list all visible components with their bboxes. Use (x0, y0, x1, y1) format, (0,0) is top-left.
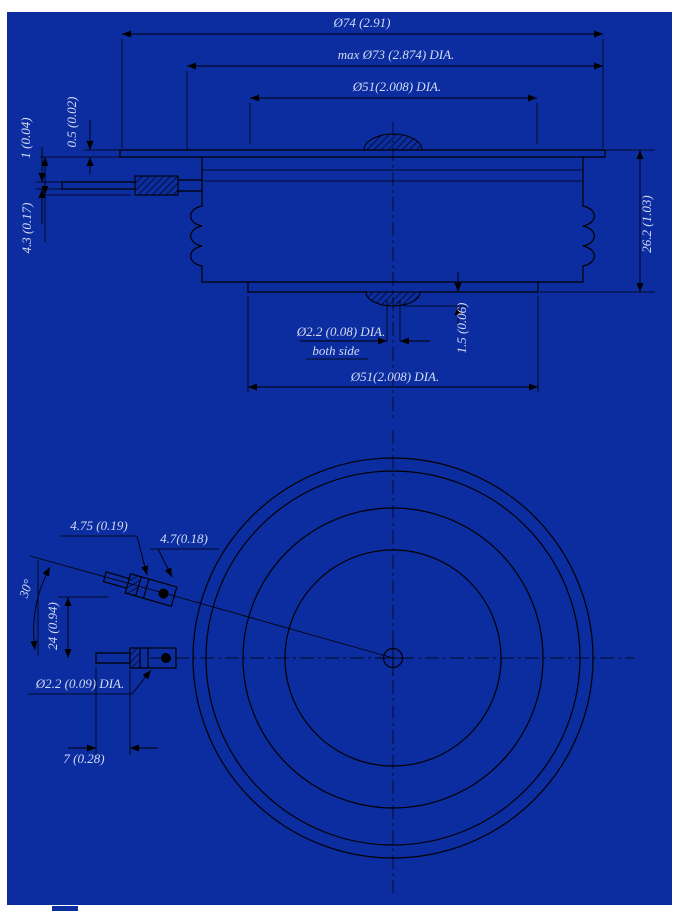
dim-lead-wire-diameter: Ø2.2 (0.09) DIA. (28, 669, 152, 695)
outer-circle (192, 457, 594, 859)
top-contact-dome (363, 133, 423, 151)
dim-overall-diameter-label: Ø74 (2.91) (332, 15, 390, 30)
dim-max-diameter: max Ø73 (2.874) DIA. (186, 47, 603, 150)
gate-terminal-section (61, 175, 203, 196)
top-flange (119, 149, 606, 158)
dim-terminal-tip-length-label: 7 (0.28) (63, 751, 104, 766)
dim-lead-wire-diameter-label: Ø2.2 (0.09) DIA. (35, 676, 124, 691)
dim-center-hole-note: both side (312, 343, 360, 358)
dim-terminal-tip-length: 7 (0.28) (63, 667, 158, 766)
dim-center-hole: Ø2.2 (0.08) DIA. both side (296, 300, 430, 360)
crimp-dot-2 (161, 653, 171, 663)
dim-bottom-pole-diameter: Ø51(2.008) DIA. (247, 296, 539, 392)
dim-center-hole-label: Ø2.2 (0.08) DIA. (296, 324, 385, 339)
gate-lead-line (177, 596, 394, 659)
housing-body (190, 156, 595, 283)
crimp-dot (158, 588, 169, 599)
margin-mark (52, 906, 78, 911)
flange-circle (205, 470, 581, 846)
left-fins (190, 205, 203, 283)
dim-lead-terminal-width-label: 4.75 (0.19) (70, 518, 127, 533)
dim-max-diameter-label: max Ø73 (2.874) DIA. (338, 47, 455, 62)
dim-top-pole-diameter: Ø51(2.008) DIA. (249, 79, 538, 144)
dim-lead-offset: 24 (0.94) (45, 596, 108, 658)
dim-recess-depth: 1.5 (0.06) (404, 272, 469, 353)
gate-terminal-block (134, 175, 179, 196)
right-fins (582, 205, 595, 283)
dim-recess-depth-label: 1.5 (0.06) (454, 303, 469, 354)
dim-height: 26.2 (1.03) (540, 149, 655, 293)
dim-terminal-tip-width: 4.7(0.18) (150, 531, 219, 578)
dim-flange-thickness: 0.5 (0.02) (40, 97, 120, 174)
section-view: Ø74 (2.91) max Ø73 (2.874) DIA. Ø51(2.00… (18, 15, 655, 418)
dim-gate-offset-label: 4.3 (0.17) (19, 203, 34, 254)
gate-lead-extension (29, 555, 179, 598)
bottom-contact-dome (365, 291, 421, 307)
dim-gate-offset: 4.3 (0.17) (19, 157, 131, 253)
body-circle (242, 507, 544, 809)
dim-flange-thickness-label: 0.5 (0.02) (64, 97, 79, 148)
dim-overall-diameter: Ø74 (2.91) (121, 15, 604, 148)
gate-connector-horizontal (95, 647, 177, 669)
pole-face-circle (284, 549, 502, 767)
plan-view: 4.75 (0.19) 4.7(0.18) 30° 24 (0.94) (15, 430, 634, 893)
dim-bottom-pole-diameter-label: Ø51(2.008) DIA. (350, 369, 439, 384)
dim-lead-angle-label: 30° (15, 578, 35, 601)
dim-lead-offset-label: 24 (0.94) (45, 602, 60, 650)
dim-lead-terminal-width: 4.75 (0.19) (60, 518, 149, 576)
dim-terminal-tip-width-label: 4.7(0.18) (160, 531, 208, 546)
gate-connector-angled (102, 571, 178, 607)
dim-top-pole-diameter-label: Ø51(2.008) DIA. (352, 79, 441, 94)
dim-lead-angle: 30° (15, 560, 51, 656)
dim-lid-thickness-label: 1 (0.04) (18, 117, 33, 158)
blueprint-field (7, 12, 672, 905)
dim-height-label: 26.2 (1.03) (639, 195, 654, 252)
